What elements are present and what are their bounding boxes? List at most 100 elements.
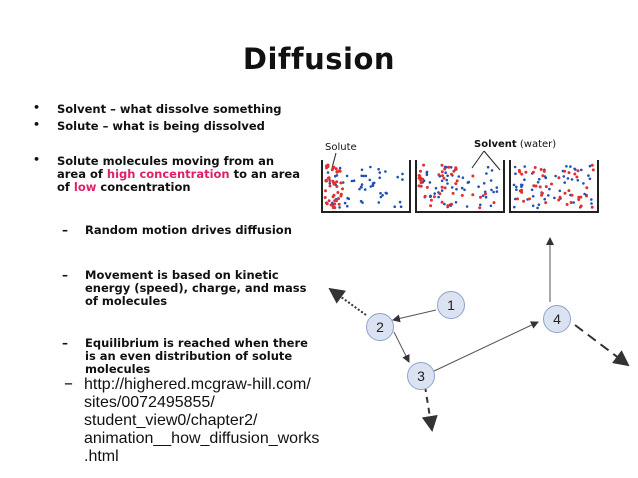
solute-particle: [443, 167, 447, 171]
solvent-particle: [484, 195, 488, 199]
solvent-particle: [379, 191, 382, 195]
solute-particle: [471, 193, 475, 197]
solvent-particle: [399, 205, 403, 208]
solvent-particle: [463, 188, 466, 192]
solute-particle: [534, 184, 538, 188]
solute-particle: [557, 198, 561, 202]
solvent-particle: [465, 205, 469, 208]
solute-particle: [478, 206, 482, 210]
solvent-particle: [570, 178, 574, 181]
solvent-particle: [461, 176, 465, 179]
solvent-particle: [588, 177, 592, 181]
solute-particle: [517, 168, 521, 172]
solvent-particle: [563, 181, 566, 184]
animation-link[interactable]: http://highered.mcgraw-hill.com/ sites/0…: [84, 376, 319, 466]
solute-particle: [516, 197, 519, 201]
solvent-particle: [515, 188, 518, 191]
solute-particle: [451, 191, 455, 195]
solvent-particle: [514, 172, 517, 175]
solvent-particle: [536, 206, 539, 210]
solvent-particle: [445, 165, 448, 169]
solute-particle: [585, 194, 588, 198]
solute-particle: [335, 185, 339, 188]
solvent-particle: [590, 202, 593, 205]
solvent-particle: [343, 201, 347, 205]
solvent-particle: [495, 186, 499, 189]
solvent-particle: [377, 167, 380, 171]
solvent-particle: [562, 175, 566, 178]
solute-particle: [447, 165, 451, 169]
solute-particle: [563, 169, 567, 173]
path-arrow-3-to-4: [431, 321, 539, 373]
solute-particle: [541, 174, 545, 178]
sub-bullet-kinetic-energy: Movement is based on kinetic energy (spe…: [85, 268, 307, 308]
solvent-particle: [341, 181, 345, 184]
solute-particle: [419, 177, 423, 181]
solute-particle: [328, 179, 332, 182]
solvent-particle: [481, 194, 485, 197]
sub-bullet-dash: –: [62, 223, 68, 237]
solute-particle: [452, 169, 456, 173]
solvent-particle: [360, 168, 364, 172]
solvent-particle: [335, 174, 339, 177]
solvent-particle: [576, 179, 580, 182]
solvent-particle: [440, 179, 444, 183]
solute-particle: [443, 186, 447, 190]
solute-particle: [440, 170, 444, 174]
beaker-outline: [321, 160, 411, 213]
solvent-particle: [590, 198, 593, 201]
path-point-2: 2: [366, 313, 394, 341]
solvent-particle: [434, 186, 438, 190]
solute-particle: [450, 172, 453, 176]
solute-particle: [558, 195, 562, 199]
sub-bullet-dash: –: [62, 268, 68, 282]
solvent-particle: [490, 188, 493, 192]
solvent-particle: [360, 183, 364, 186]
solute-particle: [450, 202, 454, 206]
solvent-particle: [457, 175, 461, 178]
solvent-particle: [346, 204, 349, 208]
solvent-particle: [437, 195, 440, 199]
solute-particle: [326, 176, 330, 180]
link-line: http://highered.mcgraw-hill.com/: [84, 376, 311, 393]
solvent-particle: [363, 188, 367, 191]
solute-particle: [326, 163, 330, 167]
solvent-particle: [368, 178, 372, 182]
solute-particle: [531, 170, 535, 174]
solvent-particle: [547, 194, 550, 197]
solvent-particle: [360, 174, 364, 178]
solute-particle: [328, 184, 332, 188]
solvent-particle: [433, 192, 437, 195]
solute-particle: [557, 176, 561, 180]
solvent-particle: [587, 174, 590, 177]
solute-particle: [337, 197, 340, 201]
solvent-particle: [513, 165, 517, 169]
path-arrow-1-to-2: [392, 309, 437, 323]
solute-particle: [335, 180, 339, 184]
solvent-particle: [523, 178, 526, 181]
solvent-particle: [482, 182, 486, 185]
solute-particle: [522, 199, 526, 203]
solvent-particle: [445, 178, 449, 182]
solute-particle: [440, 185, 444, 189]
solvent-particle: [369, 165, 372, 169]
solute-particle: [418, 174, 422, 178]
path-arrow-4-out: [574, 324, 630, 367]
solvent-note: (water): [516, 139, 557, 150]
text-segment: concentration: [96, 180, 191, 194]
solvent-particle: [425, 173, 429, 177]
solute-particle: [446, 204, 450, 208]
solute-particle: [332, 182, 336, 186]
solute-particle: [331, 206, 335, 210]
solute-particle: [429, 198, 433, 202]
solvent-particle: [398, 200, 402, 204]
sub-bullet-dash: –: [64, 373, 73, 394]
solvent-particle: [449, 166, 453, 169]
paths-group: [328, 237, 630, 432]
solvent-particle: [574, 168, 577, 171]
solvent-particle: [477, 185, 480, 188]
solvent-particle: [338, 166, 342, 170]
sub-bullet-random-motion: Random motion drives diffusion: [85, 223, 292, 237]
solvent-particle: [455, 187, 458, 191]
